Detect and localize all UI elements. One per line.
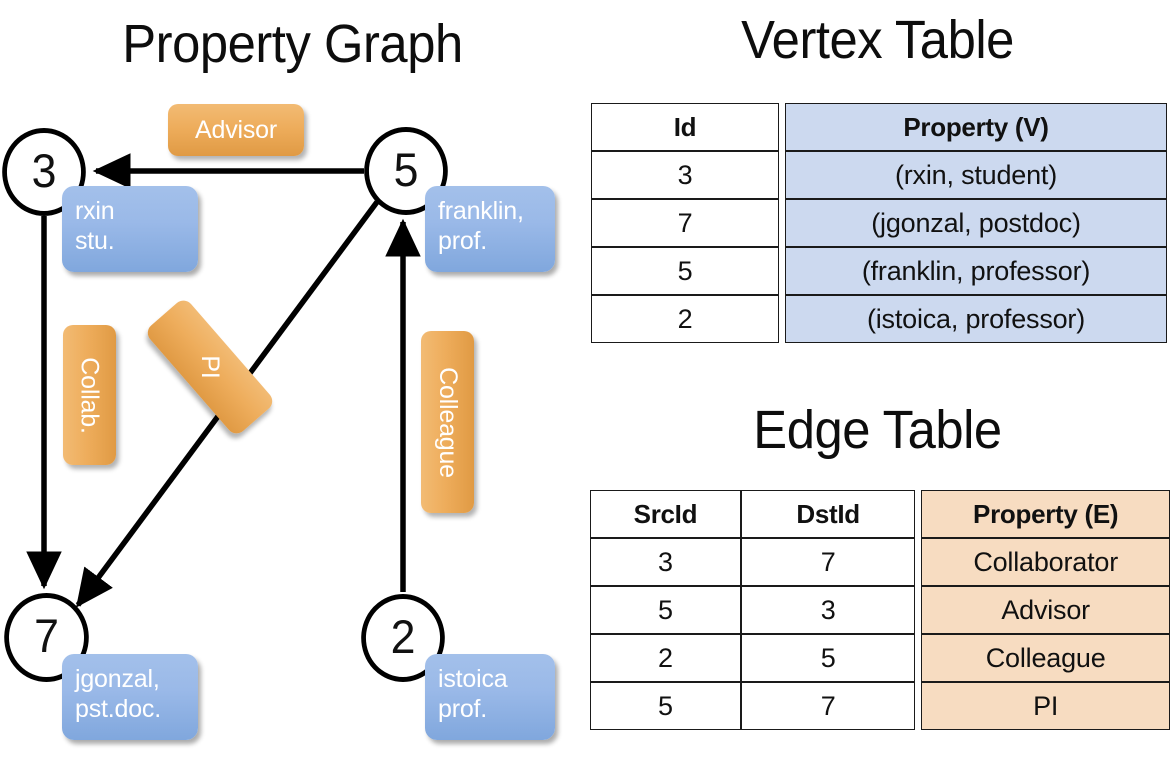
page-title-vertex-table: Vertex Table: [741, 10, 1014, 70]
vertex-property-box-5: franklin, prof.: [425, 186, 555, 272]
edge-table-cell-property: PI: [921, 682, 1170, 730]
edge-label-advisor-text: Advisor: [195, 115, 277, 144]
vertex-table: Id Property (V) 3 (rxin, student) 7 (jgo…: [591, 103, 1167, 343]
vertex-table-cell-property: (jgonzal, postdoc): [785, 199, 1167, 247]
edge-table: SrcId DstId Property (E) 3 7 Collaborato…: [590, 490, 1170, 730]
graph-node-7-label: 7: [34, 609, 59, 662]
vertex-table-cell-property: (rxin, student): [785, 151, 1167, 199]
vertex-table-header-row: Id Property (V): [591, 103, 1167, 151]
edge-table-cell-srcid: 5: [590, 682, 741, 730]
edge-label-colleague-text: Colleague: [434, 366, 463, 478]
graph-node-5-label: 5: [393, 142, 419, 196]
edge-label-collab: Collab.: [63, 325, 116, 465]
vertex-property-box-7-line2: pst.doc.: [75, 695, 161, 723]
table-row[interactable]: 2 5 Colleague: [590, 634, 1170, 682]
vertex-property-box-2-line2: prof.: [438, 695, 488, 723]
edge-table-cell-dstid: 5: [740, 634, 916, 682]
vertex-table-cell-id: 3: [591, 151, 779, 199]
property-graph-diagram: 3 5 7 2 rxin stu. franklin, prof. jgonza…: [2, 104, 555, 740]
edge-table-cell-property: Advisor: [921, 586, 1170, 634]
edge-table-cell-property: Colleague: [921, 634, 1170, 682]
edge-table-cell-dstid: 7: [740, 682, 916, 730]
edge-table-header-srcid: SrcId: [590, 490, 741, 538]
edge-table-cell-srcid: 3: [590, 538, 741, 586]
table-row[interactable]: 5 3 Advisor: [590, 586, 1170, 634]
page-title-edge-table: Edge Table: [753, 400, 1002, 460]
table-row[interactable]: 5 (franklin, professor): [591, 247, 1167, 295]
vertex-property-box-5-line2: prof.: [438, 227, 488, 255]
edge-table-header-dstid: DstId: [740, 490, 916, 538]
edge-table-cell-srcid: 5: [590, 586, 741, 634]
table-row[interactable]: 5 7 PI: [590, 682, 1170, 730]
vertex-property-box-5-line1: franklin,: [438, 197, 524, 225]
table-row[interactable]: 3 (rxin, student): [591, 151, 1167, 199]
edge-table-cell-srcid: 2: [590, 634, 741, 682]
vertex-table-header-property: Property (V): [785, 103, 1167, 151]
vertex-property-box-7-line1: jgonzal,: [75, 665, 160, 693]
graph-node-5[interactable]: 5: [364, 127, 448, 215]
edge-table-header-property: Property (E): [921, 490, 1170, 538]
edge-table-cell-property: Collaborator: [921, 538, 1170, 586]
table-row[interactable]: 2 (istoica, professor): [591, 295, 1167, 343]
edge-label-colleague: Colleague: [421, 331, 474, 513]
vertex-property-box-7: jgonzal, pst.doc.: [62, 654, 198, 740]
graph-node-2-label: 2: [390, 609, 416, 663]
vertex-property-box-3: rxin stu.: [62, 186, 198, 272]
edge-label-pi-text: PI: [196, 355, 225, 379]
page-title-property-graph: Property Graph: [122, 14, 463, 74]
edge-table-header-row: SrcId DstId Property (E): [590, 490, 1170, 538]
vertex-table-cell-id: 7: [591, 199, 779, 247]
vertex-table-cell-property: (istoica, professor): [785, 295, 1167, 343]
edge-table-cell-dstid: 7: [740, 538, 916, 586]
vertex-table-cell-property: (franklin, professor): [785, 247, 1167, 295]
vertex-property-box-2-line1: istoica: [438, 665, 508, 693]
vertex-table-cell-id: 2: [591, 295, 779, 343]
edge-label-collab-text: Collab.: [76, 356, 105, 434]
edge-label-advisor: Advisor: [168, 104, 304, 156]
vertex-property-box-3-line2: stu.: [75, 227, 115, 255]
edge-table-cell-dstid: 3: [740, 586, 916, 634]
vertex-table-cell-id: 5: [591, 247, 779, 295]
graph-node-3-label: 3: [31, 143, 57, 197]
vertex-property-box-3-line1: rxin: [75, 197, 115, 225]
table-row[interactable]: 7 (jgonzal, postdoc): [591, 199, 1167, 247]
vertex-table-header-id: Id: [591, 103, 779, 151]
table-row[interactable]: 3 7 Collaborator: [590, 538, 1170, 586]
vertex-property-box-2: istoica prof.: [425, 654, 555, 740]
graph-node-2[interactable]: 2: [361, 594, 445, 682]
